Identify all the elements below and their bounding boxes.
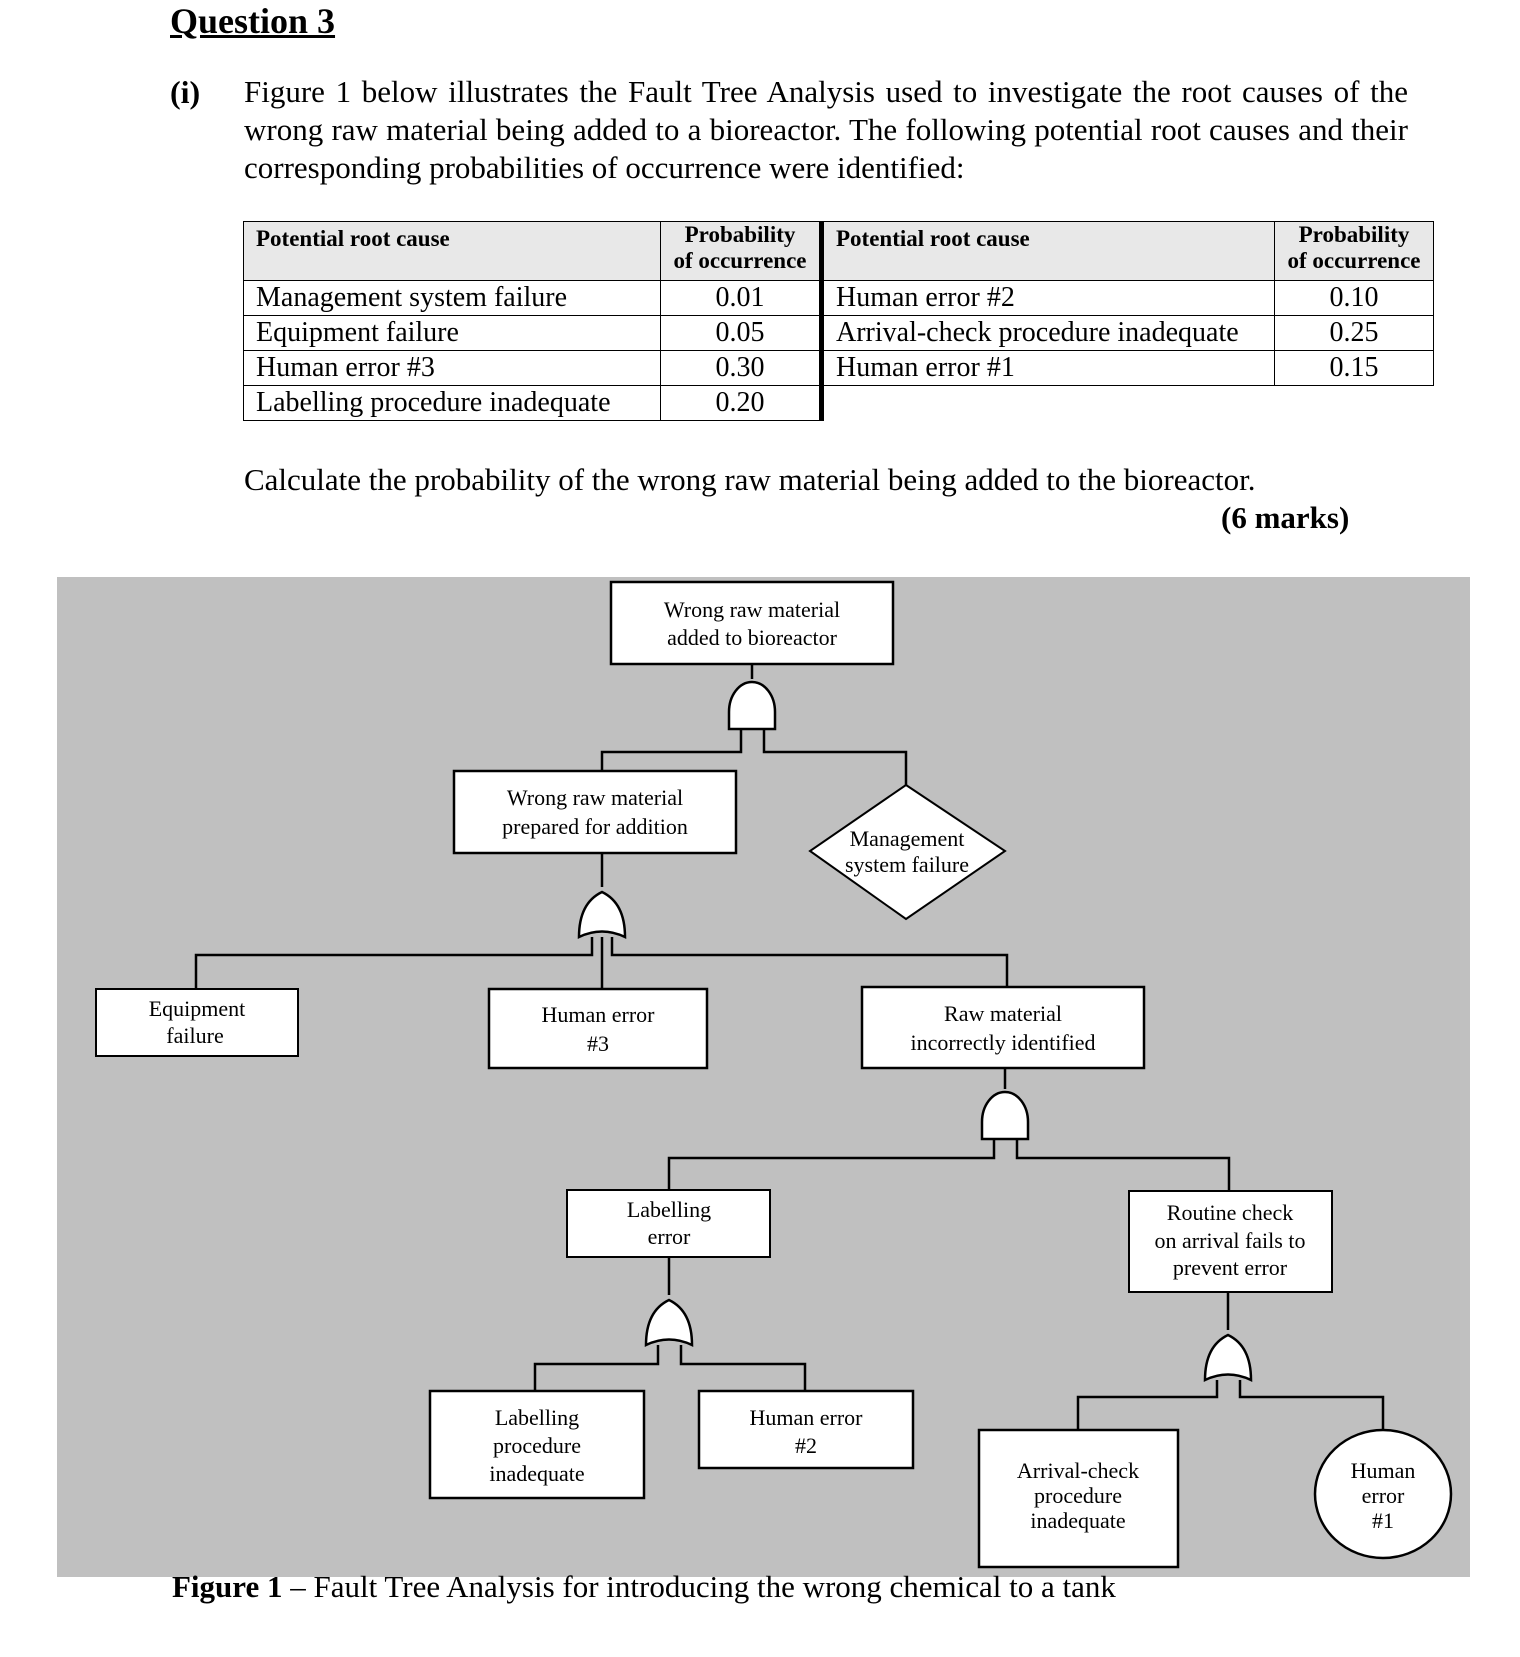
svg-text:Human error: Human error: [749, 1405, 863, 1430]
table-row: Labelling procedure inadequate 0.20: [243, 385, 1434, 421]
figure-caption: Figure 1 – Fault Tree Analysis for intro…: [172, 1569, 1116, 1605]
node-management-system-failure: Management system failure: [808, 783, 1007, 921]
svg-text:Wrong raw material: Wrong raw material: [664, 597, 840, 622]
node-equipment-failure: Equipment failure: [95, 988, 299, 1057]
prob-cell: 0.15: [1274, 350, 1434, 386]
svg-text:procedure: procedure: [1034, 1483, 1122, 1508]
intro-paragraph: Figure 1 below illustrates the Fault Tre…: [244, 74, 1408, 185]
table-row: Management system failure 0.01 Human err…: [243, 280, 1434, 316]
cause-cell: Human error #1: [819, 350, 1275, 386]
svg-text:failure: failure: [166, 1023, 223, 1048]
svg-text:#3: #3: [587, 1031, 609, 1056]
cause-cell: Arrival-check procedure inadequate: [819, 315, 1275, 351]
cause-cell: Equipment failure: [243, 315, 661, 351]
svg-text:Equipment: Equipment: [149, 996, 246, 1021]
svg-text:Human error: Human error: [541, 1002, 655, 1027]
node-prepared-for-addition: Wrong raw material prepared for addition: [452, 769, 738, 855]
cause-cell: Human error #3: [243, 350, 661, 386]
svg-text:system failure: system failure: [845, 852, 969, 877]
calculate-instruction: Calculate the probability of the wrong r…: [244, 462, 1256, 497]
svg-text:Labelling: Labelling: [495, 1405, 579, 1430]
node-top-event: Wrong raw material added to bioreactor: [609, 580, 895, 666]
part-label: (i): [170, 74, 201, 110]
svg-text:#1: #1: [1372, 1508, 1394, 1533]
svg-text:Routine check: Routine check: [1167, 1200, 1293, 1225]
header-cause-right: Potential root cause: [819, 221, 1275, 281]
prob-cell: 0.20: [660, 385, 822, 421]
svg-text:added to bioreactor: added to bioreactor: [667, 625, 837, 650]
svg-text:error: error: [1362, 1483, 1405, 1508]
and-gate-icon: [727, 680, 777, 731]
svg-text:incorrectly identified: incorrectly identified: [910, 1030, 1095, 1055]
svg-text:on arrival fails to: on arrival fails to: [1155, 1228, 1306, 1253]
svg-text:Wrong raw material: Wrong raw material: [507, 785, 683, 810]
svg-text:procedure: procedure: [493, 1433, 581, 1458]
svg-text:Labelling: Labelling: [627, 1197, 711, 1222]
svg-text:prepared for addition: prepared for addition: [502, 814, 688, 839]
svg-text:Arrival-check: Arrival-check: [1017, 1458, 1139, 1483]
cause-cell: Management system failure: [243, 280, 661, 316]
marks-label: (6 marks): [1221, 500, 1350, 535]
prob-cell: 0.10: [1274, 280, 1434, 316]
header-cause-left: Potential root cause: [243, 221, 661, 281]
node-raw-material-incorrectly-identified: Raw material incorrectly identified: [860, 985, 1146, 1070]
svg-text:prevent error: prevent error: [1173, 1255, 1288, 1280]
node-labelling-procedure-inadequate: Labelling procedure inadequate: [428, 1389, 646, 1500]
question-heading: Question 3: [170, 1, 336, 41]
node-labelling-error: Labelling error: [566, 1189, 771, 1258]
node-routine-check: Routine check on arrival fails to preven…: [1128, 1190, 1333, 1293]
prob-cell: 0.01: [660, 280, 822, 316]
table-row: Equipment failure 0.05 Arrival-check pro…: [243, 315, 1434, 351]
node-human-error-3: Human error #3: [487, 987, 709, 1070]
node-arrival-check-procedure-inadequate: Arrival-check procedure inadequate: [977, 1428, 1180, 1569]
prob-cell: 0.25: [1274, 315, 1434, 351]
svg-text:inadequate: inadequate: [489, 1461, 584, 1486]
svg-text:Raw material: Raw material: [944, 1001, 1062, 1026]
svg-text:inadequate: inadequate: [1030, 1508, 1125, 1533]
svg-text:#2: #2: [795, 1433, 817, 1458]
table-row: Human error #3 0.30 Human error #1 0.15: [243, 350, 1434, 386]
caption-label: Figure 1: [172, 1569, 283, 1604]
and-gate-icon: [980, 1090, 1030, 1141]
svg-text:Human: Human: [1351, 1458, 1416, 1483]
node-human-error-2: Human error #2: [697, 1389, 915, 1470]
svg-text:error: error: [648, 1224, 691, 1249]
connector-lines: [194, 664, 1385, 1430]
empty-cell: [819, 385, 1434, 421]
node-human-error-1: Human error #1: [1313, 1428, 1453, 1560]
cause-cell: Labelling procedure inadequate: [243, 385, 661, 421]
cause-cell: Human error #2: [819, 280, 1275, 316]
prob-cell: 0.05: [660, 315, 822, 351]
caption-text: – Fault Tree Analysis for introducing th…: [282, 1569, 1116, 1604]
svg-text:Management: Management: [850, 826, 965, 851]
